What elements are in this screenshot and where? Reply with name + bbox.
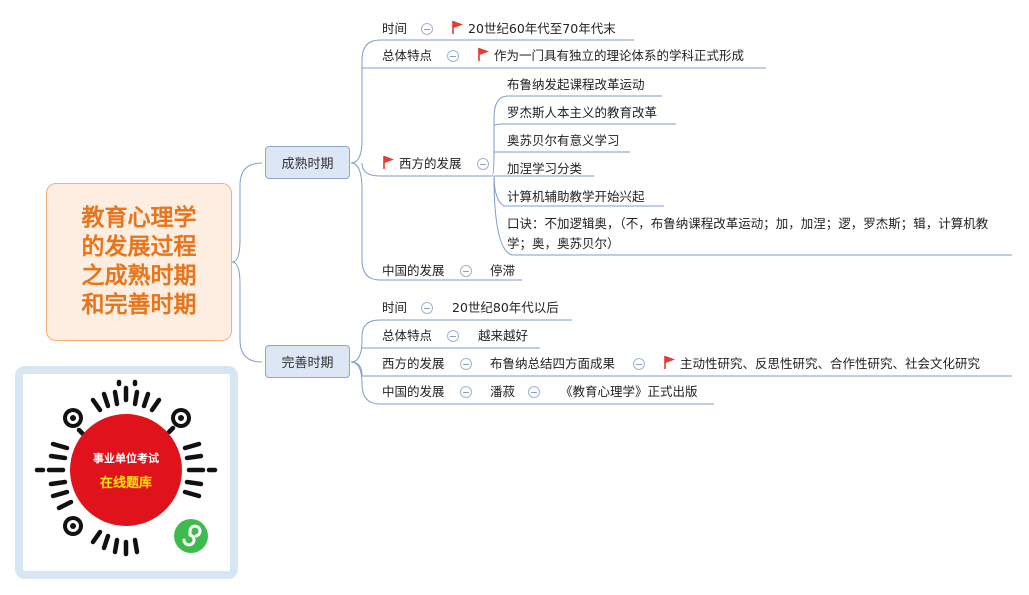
collapse-icon[interactable] [460,358,472,370]
root-title-line-2: 的发展过程 [81,234,197,260]
perfect-west-value[interactable]: 布鲁纳总结四方面成果 [490,356,616,371]
mature-west-label[interactable]: 西方的发展 [399,156,462,171]
collapse-icon[interactable] [447,50,459,62]
qr-line-2: 在线题库 [99,475,152,491]
root-title-line-4: 和完善时期 [81,292,197,318]
perfect-time-label[interactable]: 时间 [382,300,408,315]
west-item-3[interactable]: 奥苏贝尔有意义学习 [507,133,620,148]
flag-icon [452,21,463,34]
branch-perfect-label: 完善时期 [281,356,334,371]
qr-code-pattern [34,379,218,557]
root-topic[interactable]: 教育心理学 的发展过程 之成熟时期 和完善时期 [46,183,232,341]
mature-feature-value[interactable]: 作为一门具有独立的理论体系的学科正式形成 [494,48,745,63]
perfect-china-value[interactable]: 潘菽 [490,384,516,399]
flag-icon [478,48,489,61]
collapse-icon[interactable] [447,330,459,342]
branch-perfect-period[interactable]: 完善时期 [265,345,350,378]
west-item-5[interactable]: 计算机辅助教学开始兴起 [507,189,645,204]
west-item-1[interactable]: 布鲁纳发起课程改革运动 [507,77,645,92]
perfect-west-detail[interactable]: 主动性研究、反思性研究、合作性研究、社会文化研究 [680,356,981,371]
branch-mature-period[interactable]: 成熟时期 [265,146,350,179]
collapse-icon[interactable] [528,386,540,398]
qr-center-badge: 事业单位考试 在线题库 [70,414,182,526]
mini-program-icon [174,519,208,553]
flag-icon [664,356,675,369]
perfect-feature-label[interactable]: 总体特点 [382,328,433,343]
collapse-icon[interactable] [460,386,472,398]
perfect-feature-value[interactable]: 越来越好 [478,328,529,343]
perfect-west-label[interactable]: 西方的发展 [382,356,445,371]
perfect-time-value[interactable]: 20世纪80年代以后 [452,300,559,315]
qr-code-card[interactable]: 事业单位考试 在线题库 [15,366,238,579]
perfect-china-detail[interactable]: 《教育心理学》正式出版 [560,384,698,399]
collapse-icon[interactable] [421,23,433,35]
qr-line-1: 事业单位考试 [93,451,159,465]
mature-time-value[interactable]: 20世纪60年代至70年代末 [468,21,616,36]
root-title-line-3: 之成熟时期 [81,263,197,289]
mature-time-label[interactable]: 时间 [382,21,408,36]
branch-mature-label: 成熟时期 [281,157,334,172]
collapse-icon[interactable] [421,302,433,314]
collapse-icon[interactable] [477,158,489,170]
collapse-icon[interactable] [633,358,645,370]
root-title-line-1: 教育心理学 [81,205,197,231]
west-mnemonic[interactable]: 口诀：不加逻辑奥，（不，布鲁纳课程改革运动；加，加涅；逻，罗杰斯；辑，计算机教学… [507,216,989,251]
west-item-2[interactable]: 罗杰斯人本主义的教育改革 [507,105,658,120]
mature-china-label[interactable]: 中国的发展 [382,263,445,278]
perfect-china-label[interactable]: 中国的发展 [382,384,445,399]
west-item-4[interactable]: 加涅学习分类 [507,161,583,176]
flag-icon [383,156,394,169]
mature-china-value[interactable]: 停滞 [490,263,516,278]
mature-feature-label[interactable]: 总体特点 [382,48,433,63]
collapse-icon[interactable] [460,265,472,277]
